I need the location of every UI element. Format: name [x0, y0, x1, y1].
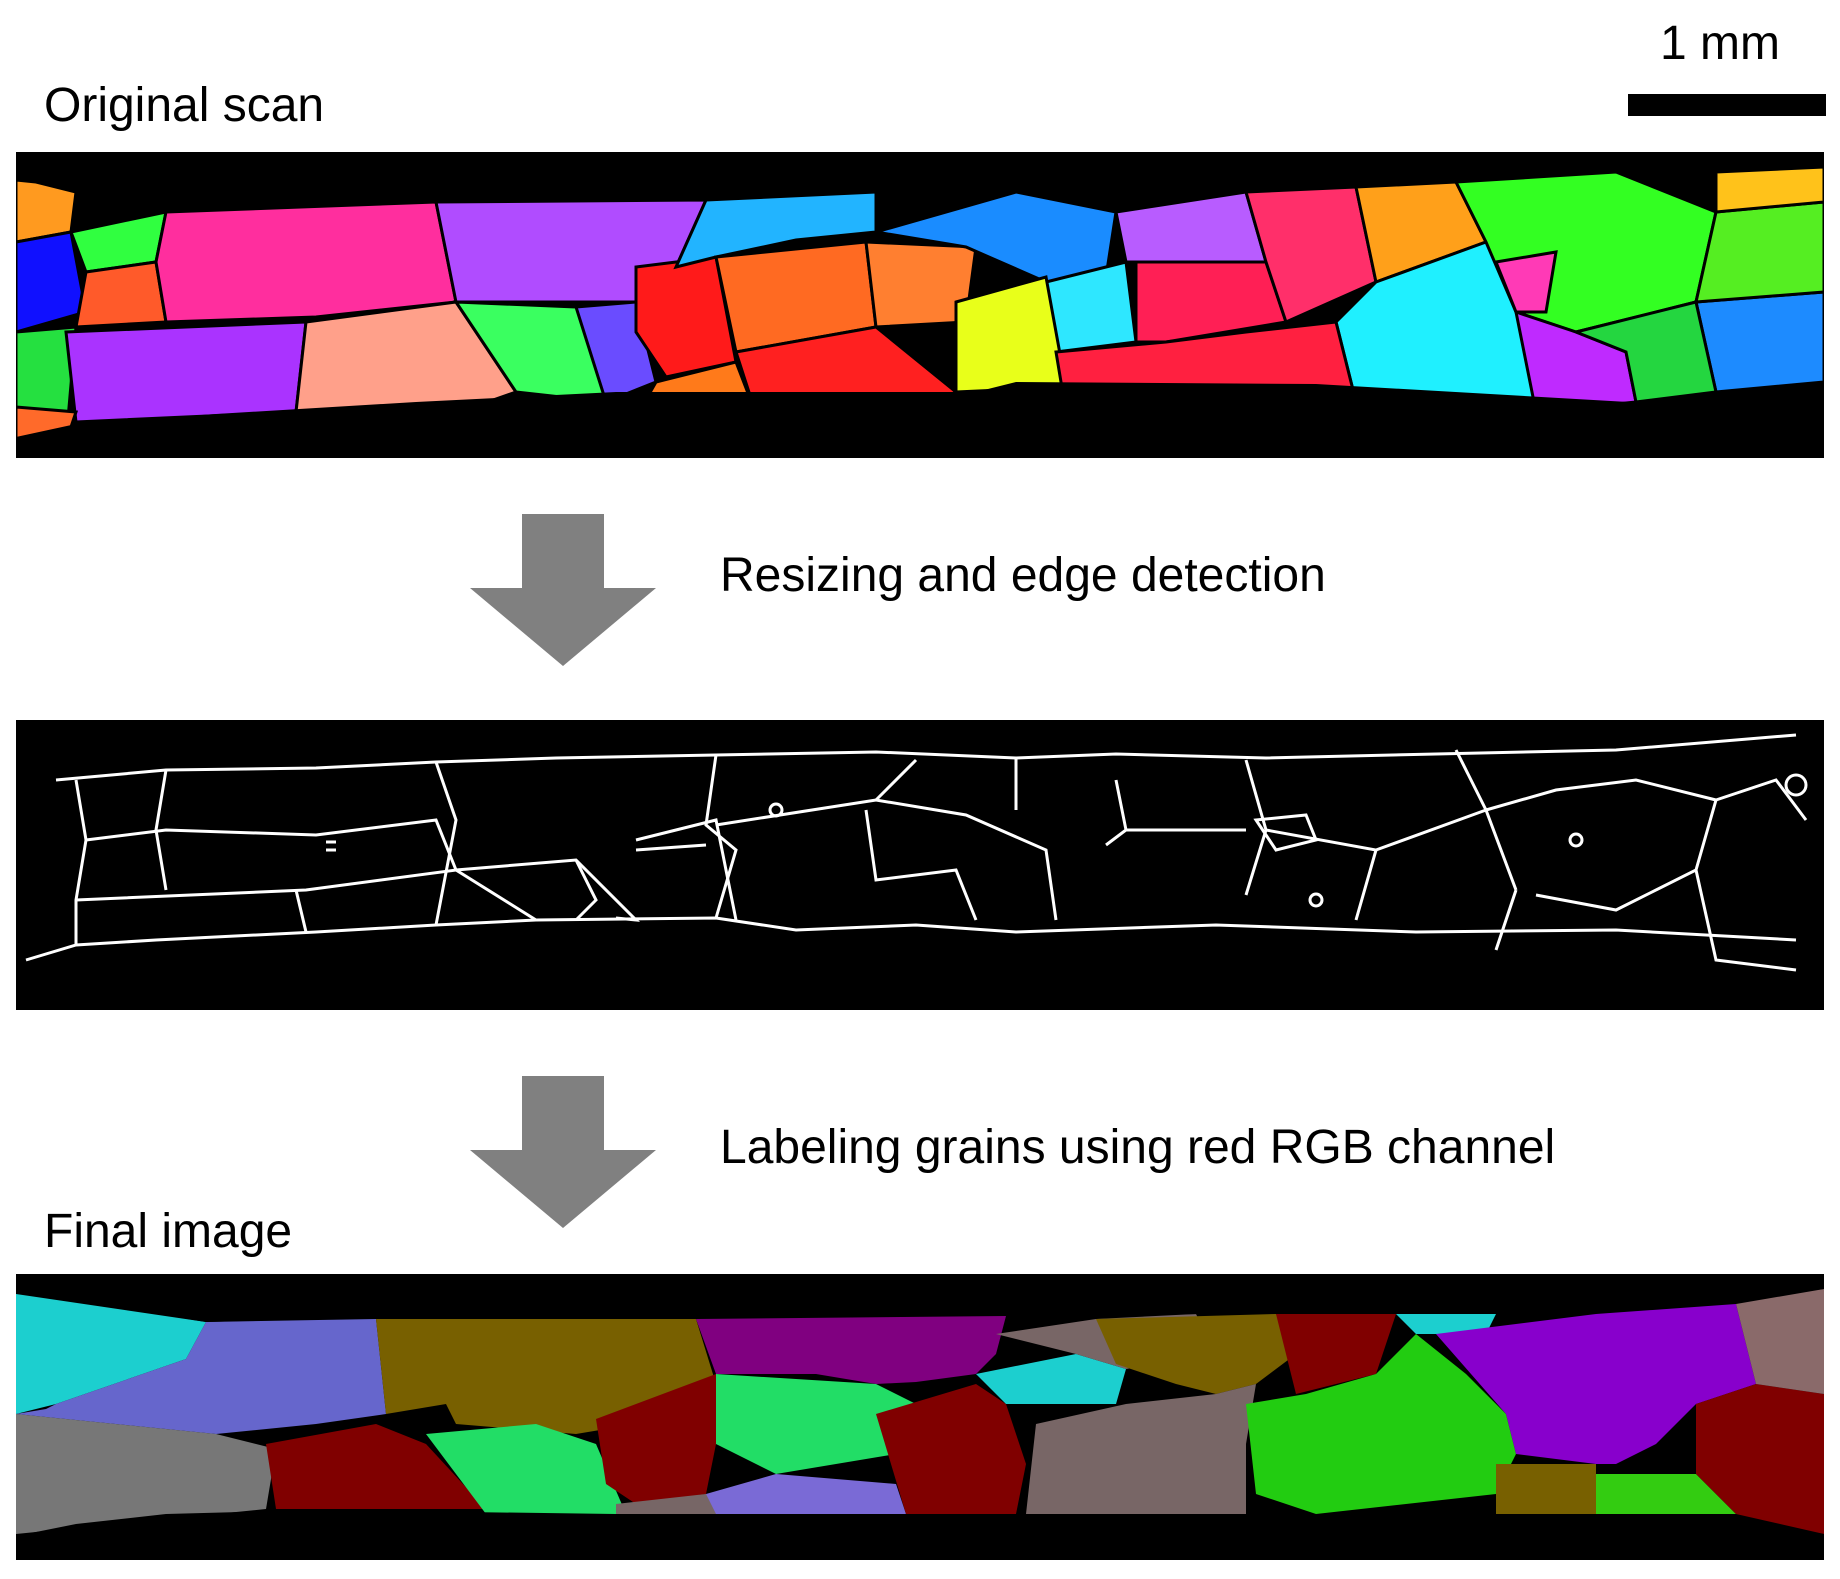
step1-label: Resizing and edge detection — [720, 549, 1326, 602]
final-image — [16, 1274, 1824, 1560]
scale-bar — [1628, 94, 1826, 116]
final-image-label: Final image — [44, 1205, 293, 1258]
original-scan-image — [16, 152, 1824, 458]
original-scan-label: Original scan — [44, 79, 325, 132]
step2-label: Labeling grains using red RGB channel — [720, 1121, 1556, 1174]
down-arrow-icon — [470, 1076, 656, 1228]
down-arrow-icon — [470, 514, 656, 666]
scale-label: 1 mm — [1660, 17, 1780, 70]
edge-detection-image — [16, 720, 1824, 1010]
